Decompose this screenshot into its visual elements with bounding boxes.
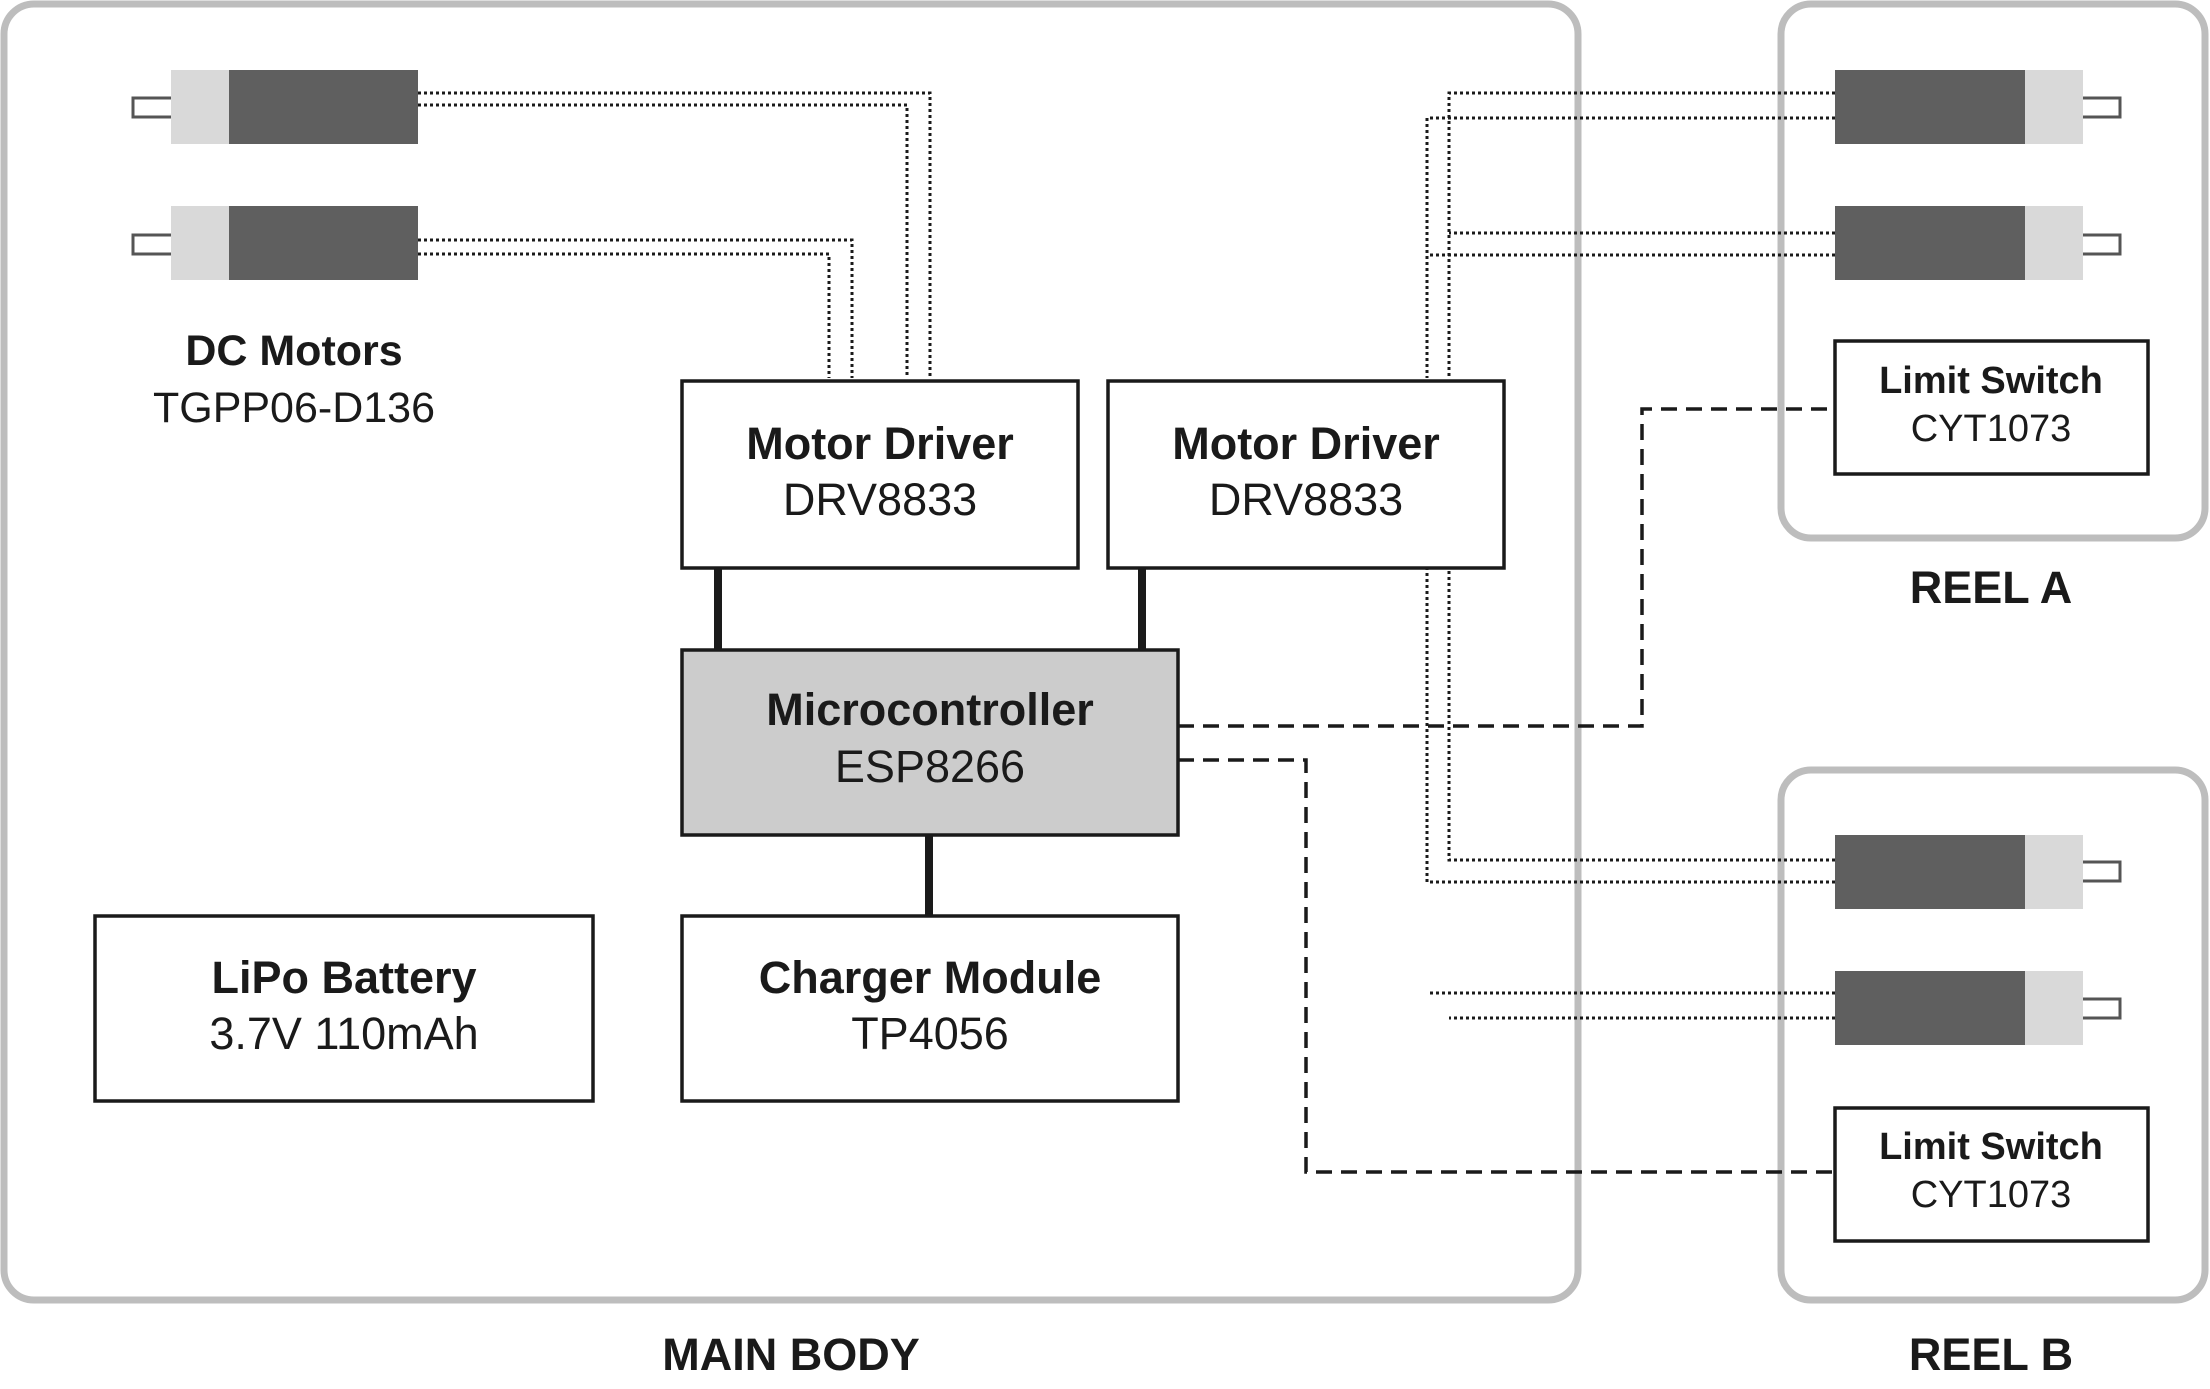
dc-motor-icon [1835, 70, 2122, 144]
microcontroller-model: ESP8266 [835, 741, 1025, 792]
dc-motors-model: TGPP06-D136 [153, 384, 435, 432]
reel-a-frame [1777, 0, 2209, 542]
charger-box [680, 914, 1180, 1103]
limit-switch-wires [1178, 407, 1835, 1174]
motor-driver-1-model: DRV8833 [783, 474, 977, 525]
reel-b-frame [1777, 766, 2209, 1304]
battery-title: LiPo Battery [211, 952, 476, 1003]
solid-connections [714, 568, 1146, 916]
dc-motor-icon [131, 70, 418, 144]
battery-box [93, 914, 595, 1103]
limit-switch-a-box [1833, 339, 2150, 476]
dc-motors-title: DC Motors [185, 327, 402, 375]
main-body-frame [0, 0, 1582, 1304]
dc-motor-icon [1835, 971, 2122, 1045]
motor-wires-left [418, 91, 932, 378]
battery-model: 3.7V 110mAh [209, 1008, 478, 1059]
limit-switch-b-title: Limit Switch [1879, 1126, 2103, 1168]
dc-motor-icon [131, 206, 418, 280]
dc-motor-icon [1835, 206, 2122, 280]
limit-switch-b-box [1833, 1106, 2150, 1243]
limit-switch-b-model: CYT1073 [1911, 1174, 2072, 1216]
motor-driver-1-box [680, 379, 1080, 570]
microcontroller-title: Microcontroller [766, 684, 1094, 735]
region-label-reel-a: REEL A [1910, 562, 2073, 613]
limit-switch-a-title: Limit Switch [1879, 360, 2103, 402]
charger-title: Charger Module [759, 952, 1102, 1003]
motor-wires-right [1425, 91, 1835, 1020]
microcontroller-box [680, 648, 1180, 837]
motor-driver-2-title: Motor Driver [1172, 418, 1440, 469]
charger-model: TP4056 [851, 1008, 1009, 1059]
region-label-main-body: MAIN BODY [662, 1329, 920, 1380]
region-label-reel-b: REEL B [1909, 1329, 2073, 1380]
motor-driver-2-box [1106, 379, 1506, 570]
motor-driver-2-model: DRV8833 [1209, 474, 1403, 525]
dc-motor-icon [1835, 835, 2122, 909]
limit-switch-a-model: CYT1073 [1911, 408, 2072, 450]
motor-driver-1-title: Motor Driver [746, 418, 1014, 469]
